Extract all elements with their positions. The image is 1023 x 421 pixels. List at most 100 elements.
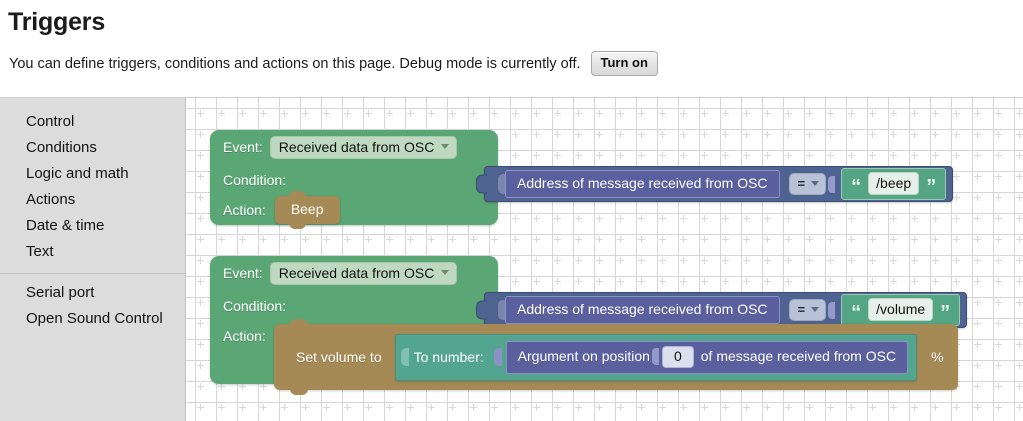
trigger-1-condition-expression[interactable]: Address of message received from OSC = “… xyxy=(476,166,954,202)
grid-cross-icon xyxy=(260,236,267,243)
grid-cross-icon xyxy=(554,110,561,117)
sidebar-item-date-and-time[interactable]: Date & time xyxy=(26,217,105,234)
grid-cross-icon xyxy=(974,341,981,348)
grid-cross-icon xyxy=(596,131,603,138)
grid-cross-icon xyxy=(281,110,288,117)
string-block-beep[interactable]: “ /beep ” xyxy=(841,168,947,200)
grid-cross-icon xyxy=(407,404,414,411)
grid-cross-icon xyxy=(827,236,834,243)
grid-cross-icon xyxy=(512,215,519,222)
grid-cross-icon xyxy=(764,215,771,222)
grid-cross-icon xyxy=(197,152,204,159)
address-of-message-block-2[interactable]: Address of message received from OSC xyxy=(505,296,780,324)
grid-cross-icon xyxy=(554,257,561,264)
grid-cross-icon xyxy=(806,236,813,243)
grid-cross-icon xyxy=(533,404,540,411)
grid-cross-icon xyxy=(386,236,393,243)
grid-cross-icon xyxy=(533,257,540,264)
grid-cross-icon xyxy=(974,152,981,159)
trigger-1-action-label: Action: xyxy=(223,202,266,218)
argument-index-field[interactable]: 0 xyxy=(661,345,694,368)
grid-cross-icon xyxy=(743,110,750,117)
string-value-field-1[interactable]: /beep xyxy=(868,172,920,195)
grid-cross-icon xyxy=(638,131,645,138)
grid-cross-icon xyxy=(680,131,687,138)
open-quote-icon: “ xyxy=(851,301,862,324)
debug-toggle-button[interactable]: Turn on xyxy=(590,51,658,76)
trigger-2-event-dropdown[interactable]: Received data from OSC xyxy=(269,261,458,285)
grid-cross-icon xyxy=(617,131,624,138)
grid-cross-icon xyxy=(197,383,204,390)
grid-cross-icon xyxy=(869,110,876,117)
trigger-2-condition-expression[interactable]: Address of message received from OSC = “… xyxy=(476,292,968,328)
chevron-down-icon xyxy=(441,270,450,275)
string-value-field-2[interactable]: /volume xyxy=(868,298,934,321)
sidebar-item-control[interactable]: Control xyxy=(26,113,75,130)
grid-cross-icon xyxy=(659,236,666,243)
grid-cross-icon xyxy=(470,110,477,117)
grid-cross-icon xyxy=(995,341,1002,348)
grid-cross-icon xyxy=(365,404,372,411)
string-block-volume[interactable]: “ /volume ” xyxy=(841,294,961,326)
grid-cross-icon xyxy=(869,131,876,138)
grid-cross-icon xyxy=(491,404,498,411)
grid-cross-icon xyxy=(974,362,981,369)
grid-cross-icon xyxy=(785,152,792,159)
to-number-label: To number: xyxy=(413,349,484,365)
comparison-operator-dropdown-1[interactable]: = xyxy=(788,173,827,195)
grid-cross-icon xyxy=(785,278,792,285)
sidebar-item-actions[interactable]: Actions xyxy=(26,191,76,208)
grid-cross-icon xyxy=(701,110,708,117)
sidebar-item-conditions[interactable]: Conditions xyxy=(26,139,97,156)
grid-cross-icon xyxy=(932,278,939,285)
grid-cross-icon xyxy=(701,236,708,243)
comparison-operator-dropdown-2[interactable]: = xyxy=(788,299,827,321)
grid-cross-icon xyxy=(974,173,981,180)
sidebar-item-text[interactable]: Text xyxy=(26,243,54,260)
grid-cross-icon xyxy=(848,131,855,138)
grid-cross-icon xyxy=(512,278,519,285)
grid-cross-icon xyxy=(932,110,939,117)
grid-cross-icon xyxy=(596,110,603,117)
grid-cross-icon xyxy=(1016,341,1023,348)
grid-cross-icon xyxy=(1016,152,1023,159)
trigger-block-1[interactable]: Event: Received data from OSC Condition:… xyxy=(210,130,498,229)
trigger-2-condition-label: Condition: xyxy=(223,297,287,314)
grid-cross-icon xyxy=(743,215,750,222)
set-volume-action-block[interactable]: Set volume to To number: Argument on pos… xyxy=(274,319,958,395)
grid-cross-icon xyxy=(764,278,771,285)
address-of-message-block-1[interactable]: Address of message received from OSC xyxy=(505,170,780,198)
grid-cross-icon xyxy=(512,257,519,264)
grid-cross-icon xyxy=(701,131,708,138)
grid-cross-icon xyxy=(596,236,603,243)
grid-cross-icon xyxy=(722,236,729,243)
to-number-block[interactable]: To number: Argument on position 0 of mes… xyxy=(394,333,918,381)
grid-cross-icon xyxy=(848,278,855,285)
grid-cross-icon xyxy=(890,257,897,264)
toolbox-divider xyxy=(0,273,185,274)
grid-cross-icon xyxy=(512,110,519,117)
grid-cross-icon xyxy=(764,131,771,138)
grid-cross-icon xyxy=(407,110,414,117)
grid-cross-icon xyxy=(890,278,897,285)
grid-cross-icon xyxy=(302,110,309,117)
grid-cross-icon xyxy=(827,278,834,285)
grid-cross-icon xyxy=(197,341,204,348)
trigger-2-event-row: Event: Received data from OSC xyxy=(210,256,498,290)
grid-cross-icon xyxy=(323,110,330,117)
grid-cross-icon xyxy=(722,404,729,411)
sidebar-item-logic-and-math[interactable]: Logic and math xyxy=(26,165,129,182)
trigger-2-action-row: Action: xyxy=(210,321,498,351)
sidebar-item-serial-port[interactable]: Serial port xyxy=(26,284,95,301)
grid-cross-icon xyxy=(239,236,246,243)
left-operand-socket xyxy=(498,300,506,320)
grid-cross-icon xyxy=(974,131,981,138)
sidebar-item-open-sound-control[interactable]: Open Sound Control xyxy=(26,310,163,327)
grid-cross-icon xyxy=(974,194,981,201)
trigger-1-event-dropdown[interactable]: Received data from OSC xyxy=(269,135,458,159)
beep-action-block[interactable]: Beep xyxy=(274,191,340,229)
blockly-workspace[interactable]: Event: Received data from OSC Condition:… xyxy=(186,98,1023,421)
argument-on-position-block[interactable]: Argument on position 0 of message receiv… xyxy=(505,340,909,374)
grid-cross-icon xyxy=(575,404,582,411)
grid-cross-icon xyxy=(701,215,708,222)
